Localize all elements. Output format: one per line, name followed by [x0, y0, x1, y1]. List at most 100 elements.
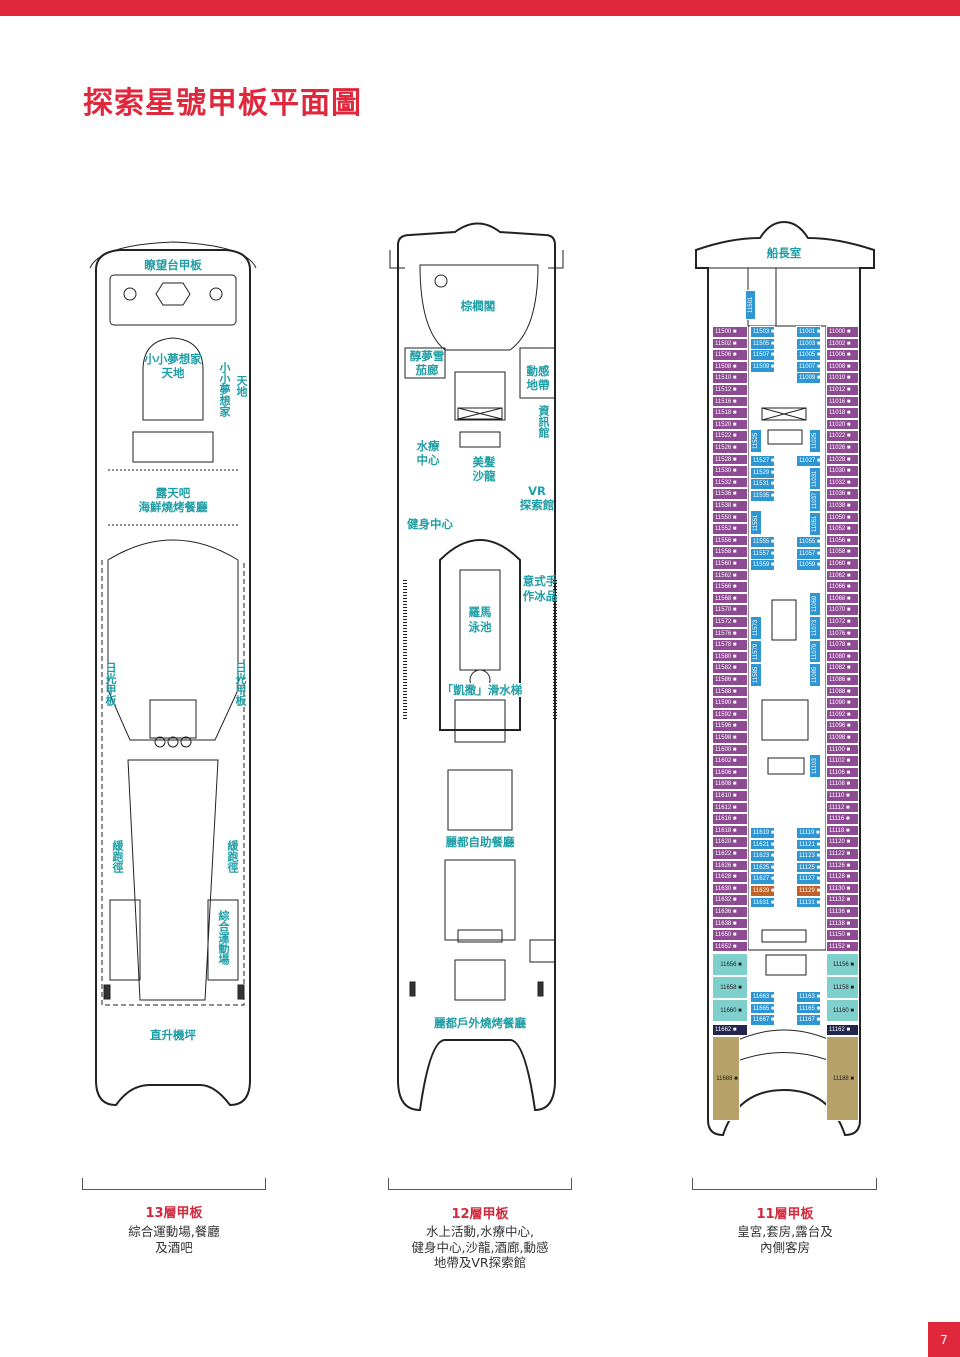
cabin-11158[interactable]: 11158 ■ [826, 976, 859, 999]
cabin-11188[interactable]: 11188 ■ [826, 1036, 859, 1121]
cabin-11536[interactable]: 11536 ■ [712, 488, 748, 500]
cabin-11527[interactable]: 11527 ■ [750, 455, 775, 467]
cabin-11580[interactable]: 11580 ■ [712, 650, 748, 663]
cabin-11037[interactable]: 11037 [809, 490, 821, 512]
cabin-11056[interactable]: 11056 ■ [826, 534, 859, 547]
cabin-11082[interactable]: 11082 ■ [826, 662, 859, 674]
cabin-11088[interactable]: 11088 ■ [826, 685, 859, 698]
cabin-11008[interactable]: 11008 ■ [826, 360, 859, 373]
cabin-11106[interactable]: 11106 ■ [826, 766, 859, 779]
cabin-11551[interactable]: 11551 [750, 510, 762, 535]
cabin-11560[interactable]: 11560 ■ [712, 558, 748, 570]
cabin-11079[interactable]: 11079 [809, 640, 821, 663]
cabin-11070[interactable]: 11070 ■ [826, 604, 859, 616]
cabin-11031[interactable]: 11031 [809, 467, 821, 490]
cabin-11636[interactable]: 11636 ■ [712, 906, 748, 918]
cabin-11618[interactable]: 11618 ■ [712, 824, 748, 837]
cabin-11530[interactable]: 11530 ■ [712, 465, 748, 477]
cabin-11025[interactable]: 11025 [809, 429, 821, 453]
cabin-11507[interactable]: 11507 ■ [750, 349, 775, 361]
cabin-11052[interactable]: 11052 ■ [826, 523, 859, 535]
cabin-11662[interactable]: 11662 ■ [712, 1024, 748, 1036]
cabin-11167[interactable]: 11167 ■ [796, 1014, 821, 1026]
cabin-11626[interactable]: 11626 ■ [712, 859, 748, 872]
cabin-11100[interactable]: 11100 ■ [826, 743, 859, 756]
cabin-11059[interactable]: 11059 ■ [796, 559, 821, 571]
cabin-11152[interactable]: 11152 ■ [826, 940, 859, 953]
cabin-11631[interactable]: 11631 ■ [750, 896, 775, 909]
cabin-11156[interactable]: 11156 ■ [826, 953, 859, 976]
cabin-11096[interactable]: 11096 ■ [826, 720, 859, 732]
cabin-11535[interactable]: 11535 ■ [750, 490, 775, 502]
cabin-11055[interactable]: 11055 ■ [796, 536, 821, 548]
cabin-11003[interactable]: 11003 ■ [796, 338, 821, 350]
cabin-11555[interactable]: 11555 ■ [750, 536, 775, 548]
cabin-11012[interactable]: 11012 ■ [826, 384, 859, 396]
cabin-11526[interactable]: 11526 ■ [712, 442, 748, 454]
cabin-11622[interactable]: 11622 ■ [712, 848, 748, 860]
cabin-11652[interactable]: 11652 ■ [712, 940, 748, 953]
cabin-11051[interactable]: 11051 [809, 512, 821, 536]
cabin-11022[interactable]: 11022 ■ [826, 430, 859, 442]
cabin-11606[interactable]: 11606 ■ [712, 766, 748, 779]
cabin-11138[interactable]: 11138 ■ [826, 917, 859, 930]
cabin-11118[interactable]: 11118 ■ [826, 824, 859, 837]
cabin-11057[interactable]: 11057 ■ [796, 548, 821, 560]
cabin-11062[interactable]: 11062 ■ [826, 569, 859, 582]
cabin-11038[interactable]: 11038 ■ [826, 500, 859, 512]
cabin-11030[interactable]: 11030 ■ [826, 465, 859, 477]
cabin-11163[interactable]: 11163 ■ [796, 991, 821, 1003]
cabin-11108[interactable]: 11108 ■ [826, 778, 859, 790]
cabin-11086[interactable]: 11086 ■ [826, 674, 859, 686]
cabin-11112[interactable]: 11112 ■ [826, 801, 859, 814]
cabin-11510[interactable]: 11510 ■ [712, 372, 748, 384]
cabin-11658[interactable]: 11658 ■ [712, 976, 748, 999]
cabin-11610[interactable]: 11610 ■ [712, 790, 748, 802]
cabin-11119[interactable]: 11119 ■ [796, 827, 821, 839]
cabin-11005[interactable]: 11005 ■ [796, 349, 821, 361]
cabin-11509[interactable]: 11509 ■ [750, 361, 775, 373]
cabin-11619[interactable]: 11619 ■ [750, 827, 775, 839]
cabin-11556[interactable]: 11556 ■ [712, 534, 748, 547]
cabin-11026[interactable]: 11026 ■ [826, 442, 859, 454]
cabin-11616[interactable]: 11616 ■ [712, 813, 748, 825]
cabin-11585[interactable]: 11585 [750, 663, 762, 687]
cabin-11516[interactable]: 11516 ■ [712, 395, 748, 408]
cabin-11050[interactable]: 11050 ■ [826, 511, 859, 524]
cabin-11032[interactable]: 11032 ■ [826, 476, 859, 489]
cabin-11502[interactable]: 11502 ■ [712, 337, 748, 350]
cabin-11125[interactable]: 11125 ■ [796, 861, 821, 874]
cabin-11028[interactable]: 11028 ■ [826, 453, 859, 466]
cabin-11623[interactable]: 11623 ■ [750, 850, 775, 862]
cabin-11129[interactable]: 11129 ■ [796, 885, 821, 897]
cabin-11558[interactable]: 11558 ■ [712, 546, 748, 558]
cabin-11512[interactable]: 11512 ■ [712, 384, 748, 396]
cabin-11102[interactable]: 11102 ■ [826, 755, 859, 767]
cabin-11627[interactable]: 11627 ■ [750, 873, 775, 885]
cabin-11085[interactable]: 11085 [809, 663, 821, 687]
cabin-11060[interactable]: 11060 ■ [826, 558, 859, 570]
cabin-11630[interactable]: 11630 ■ [712, 882, 748, 895]
cabin-11066[interactable]: 11066 ■ [826, 581, 859, 593]
cabin-11073[interactable]: 11073 [809, 616, 821, 640]
cabin-11010[interactable]: 11010 ■ [826, 372, 859, 384]
cabin-11078[interactable]: 11078 ■ [826, 639, 859, 651]
cabin-11150[interactable]: 11150 ■ [826, 929, 859, 941]
cabin-11501[interactable]: 11501 [745, 290, 756, 320]
cabin-11573[interactable]: 11573 [750, 616, 762, 640]
cabin-11590[interactable]: 11590 ■ [712, 697, 748, 709]
cabin-11559[interactable]: 11559 ■ [750, 559, 775, 571]
cabin-11001[interactable]: 11001 ■ [796, 326, 821, 338]
cabin-11572[interactable]: 11572 ■ [712, 616, 748, 628]
cabin-11127[interactable]: 11127 ■ [796, 873, 821, 885]
cabin-11602[interactable]: 11602 ■ [712, 755, 748, 767]
cabin-11128[interactable]: 11128 ■ [826, 871, 859, 883]
cabin-11500[interactable]: 11500 ■ [712, 326, 748, 338]
cabin-11116[interactable]: 11116 ■ [826, 813, 859, 825]
cabin-11058[interactable]: 11058 ■ [826, 546, 859, 558]
cabin-11592[interactable]: 11592 ■ [712, 708, 748, 721]
cabin-11665[interactable]: 11665 ■ [750, 1002, 775, 1015]
cabin-11598[interactable]: 11598 ■ [712, 732, 748, 744]
cabin-11131[interactable]: 11131 ■ [796, 896, 821, 909]
cabin-11600[interactable]: 11600 ■ [712, 743, 748, 756]
